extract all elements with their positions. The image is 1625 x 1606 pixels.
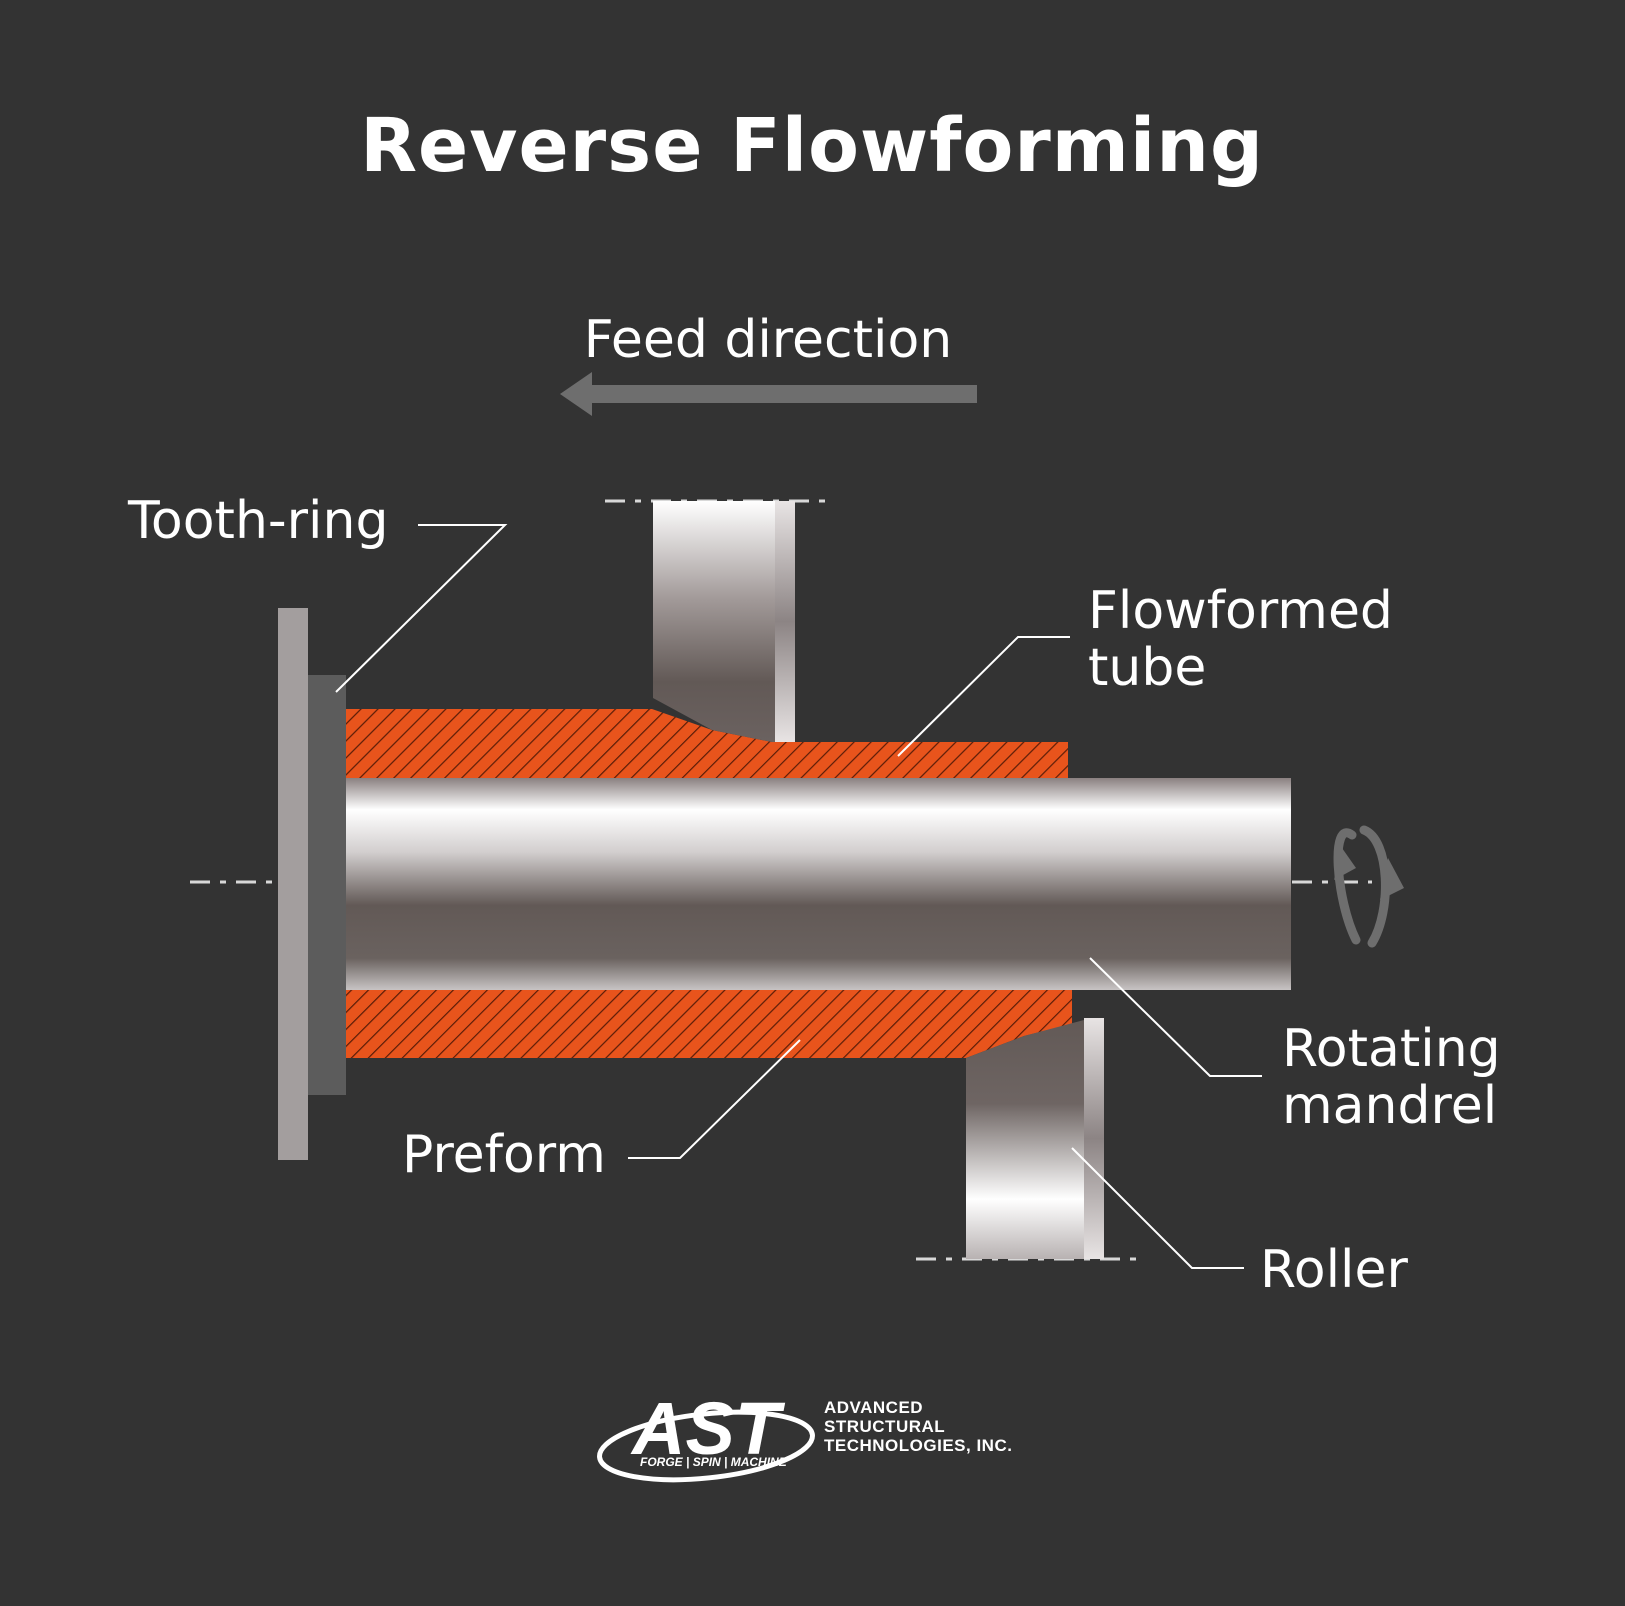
rotating-mandrel [346,778,1291,990]
roller-leader [1071,1147,1244,1269]
preform-label: Preform [402,1125,606,1185]
preform-leader [628,1039,801,1159]
tooth-ring-plate [278,608,308,1160]
flowformed-tube-leader [897,636,1070,757]
logo-company-line3: TECHNOLOGIES, INC. [824,1436,1012,1455]
rotating-mandrel-label-line2: mandrel [1282,1076,1497,1136]
bottom-roller [966,1018,1104,1259]
preform-material-bottom [346,990,1072,1058]
tooth-ring [278,608,346,1160]
top-roller [653,501,795,742]
logo-swoosh [597,1409,815,1483]
page-title: Reverse Flowforming [360,103,1264,189]
flowformed-material-top [346,709,1068,778]
tooth-ring-label: Tooth-ring [127,491,388,551]
logo-mark: AST [630,1387,786,1470]
tooth-ring-leader [335,524,508,693]
logo-company-line1: ADVANCED [824,1398,923,1417]
ast-logo: AST FORGE | SPIN | MACHINE ADVANCED STRU… [597,1387,1012,1483]
flowformed-tube-label-line1: Flowformed [1088,581,1393,641]
rotating-mandrel-label-line1: Rotating [1282,1019,1501,1079]
feed-direction-arrow-icon [560,372,977,416]
flowformed-tube-label-line2: tube [1088,638,1206,698]
rotating-mandrel-leader [1089,957,1262,1077]
tooth-ring-hub [308,675,346,1095]
roller-label: Roller [1260,1240,1408,1300]
logo-company-line2: STRUCTURAL [824,1417,945,1436]
logo-tagline: FORGE | SPIN | MACHINE [640,1455,788,1469]
rotation-icon [1333,825,1404,948]
feed-direction-label: Feed direction [584,310,952,370]
